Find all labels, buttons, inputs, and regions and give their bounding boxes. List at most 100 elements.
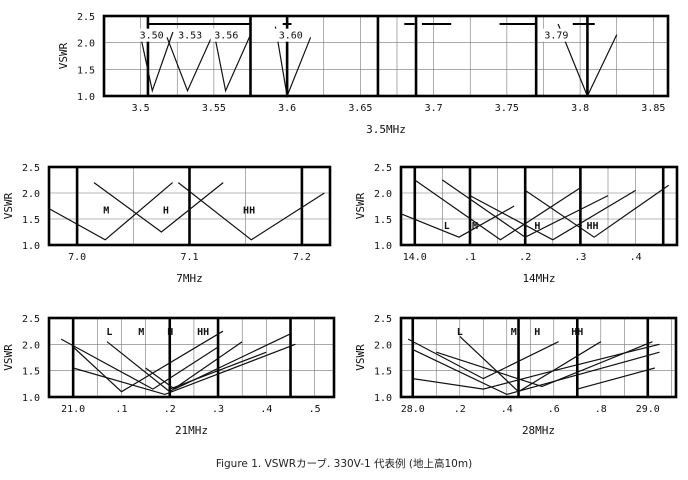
curve-label-bg [274,28,307,42]
plot-frame [102,14,670,98]
chart-title: 28MHz [522,424,555,437]
x-tick-label: .6 [548,404,560,415]
curve-label-bg [174,28,206,42]
y-tick-label: 1.0 [22,241,40,252]
vswr-curve [577,367,655,390]
x-tick-label: 3.75 [495,103,519,114]
x-tick-label: 21.0 [61,404,85,415]
curve-label: M [511,327,517,338]
x-tick-label: .4 [260,404,272,415]
x-tick-label: 7.2 [293,252,311,263]
chart-title: 21MHz [175,424,208,437]
curve-label: L [106,327,112,338]
plot-frame [47,316,336,399]
vswr-curve-3.50 [140,31,174,93]
vswr-curve [72,330,224,393]
x-tick-label: 29.0 [636,404,660,415]
y-tick-label: 1.5 [374,215,392,226]
x-tick-label: 28.0 [401,404,425,415]
curve-label: M [138,327,144,338]
y-axis-label: VSWR [354,344,367,371]
chart-title: 3.5MHz [366,123,406,136]
curve-label-bg [135,28,168,42]
y-tick-label: 2.5 [22,314,40,325]
x-tick-label: .3 [574,252,586,263]
curve-label-bg [540,28,573,42]
curve-label: H [534,327,540,338]
y-tick-label: 2.0 [374,189,392,200]
y-axis-label: VSWR [354,192,367,219]
y-tick-label: 1.5 [22,367,40,378]
x-tick-label: .3 [212,404,224,415]
vswr-curve [412,343,660,390]
x-tick-label: .8 [595,404,607,415]
y-axis-label: VSWR [2,344,15,371]
plot-frame [399,316,678,399]
vswr-curve-3.56 [213,31,252,93]
x-tick-label: 7.0 [68,252,86,263]
x-tick-label: 3.85 [641,103,665,114]
curve-label: H [167,327,173,338]
x-tick-label: 3.55 [202,103,226,114]
curve-label: HH [197,327,209,338]
vswr-curve-M [106,341,243,393]
plot-frame [47,165,332,247]
curve-label: H [163,206,169,217]
vswr-curve-H [145,333,291,390]
x-tick-label: 3.5 [132,103,150,114]
vswr-curve [169,351,267,390]
vswr-curve-H [442,179,609,238]
vswr-curve-M [414,179,581,241]
y-tick-label: 2.0 [22,189,40,200]
vswr-curve-3.53 [166,31,215,93]
vswr-curve-H [177,182,325,241]
vswr-curve [48,182,173,241]
y-tick-label: 1.5 [374,367,392,378]
vswr-curve-3.60 [274,26,312,99]
curve-label: L [457,327,463,338]
curve-label: 3.79 [544,31,568,42]
curve-label: 3.50 [140,31,164,42]
curve-label: H [534,221,540,232]
x-tick-label: .4 [630,252,642,263]
y-tick-label: 1.0 [374,241,392,252]
y-axis-label: VSWR [57,42,70,69]
vswr-curve-HH [73,343,296,396]
x-tick-label: 3.7 [425,103,443,114]
x-tick-label: .2 [454,404,466,415]
vswr-curve-L [407,338,559,380]
x-tick-label: .1 [464,252,476,263]
y-tick-label: 2.5 [374,163,392,174]
y-axis-label: VSWR [2,192,15,219]
curve-label: M [103,206,109,217]
x-tick-label: .1 [115,404,127,415]
vswr-curve-H [436,341,653,388]
curve-label: 3.56 [214,31,238,42]
curve-label: 3.60 [279,31,303,42]
vswr-curve-HH [469,189,636,241]
y-tick-label: 1.5 [77,65,95,76]
y-tick-label: 1.5 [22,215,40,226]
y-tick-label: 1.0 [374,393,392,404]
curve-label-bg [210,28,243,42]
x-tick-label: 7.1 [180,252,198,263]
y-tick-label: 1.0 [22,393,40,404]
x-tick-label: 3.8 [571,103,589,114]
y-tick-label: 2.0 [22,340,40,351]
x-tick-label: 3.6 [278,103,296,114]
figure-caption: Figure 1. VSWRカーブ. 330V-1 代表例 (地上高10m) [215,458,473,470]
y-tick-label: 1.0 [77,92,95,103]
curve-label: HH [243,206,255,217]
x-tick-label: .4 [501,404,513,415]
x-tick-label: .2 [519,252,531,263]
vswr-curve-M [93,182,224,233]
plot-frame [399,165,679,247]
curve-label: L [444,221,450,232]
vswr-curve-3.79 [557,23,618,98]
